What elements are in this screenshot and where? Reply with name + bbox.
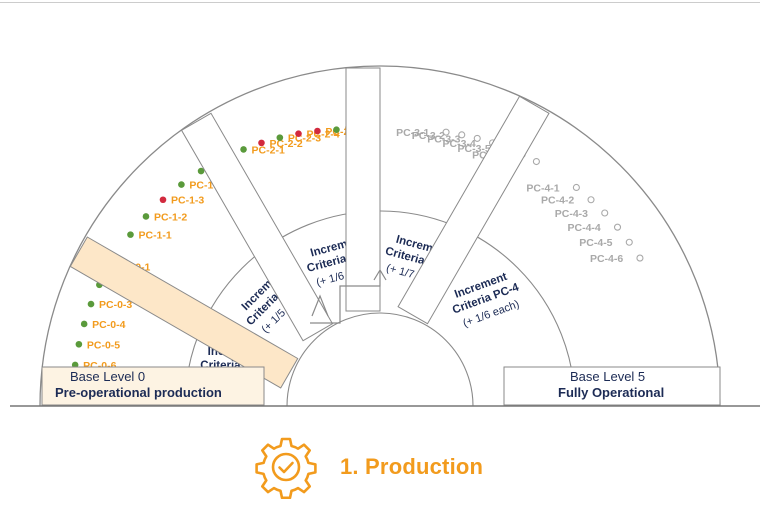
base0-box (41, 366, 265, 406)
base5-title: Base Level 5 (570, 369, 645, 384)
status-dot-open (572, 183, 580, 192)
status-dot (295, 130, 302, 137)
status-dot (127, 231, 134, 238)
pc-item: PC-4-6 (590, 253, 644, 265)
status-dot (142, 213, 150, 220)
pc-item: PC-4-4 (568, 222, 622, 234)
status-dot-open (613, 223, 622, 231)
status-dot-open (458, 131, 466, 139)
pc-item: PC-4-3 (555, 208, 609, 220)
base-band-3 (345, 67, 381, 312)
base-band-2 (180, 112, 334, 342)
step-arrow-icon (311, 294, 329, 317)
status-dot-open (625, 238, 633, 246)
gear-check-icon (255, 437, 317, 499)
footer-title: 1. Production (340, 454, 484, 479)
status-dot (276, 134, 284, 141)
top-divider (0, 2, 760, 3)
status-dot (333, 126, 340, 133)
pc-item-label: PC-3-3 (427, 133, 460, 145)
status-dot (258, 139, 265, 147)
status-dot (159, 196, 167, 204)
base5-box (503, 366, 721, 406)
footer: 1. Production (254, 435, 483, 499)
outer-arc (39, 65, 721, 407)
pc-item-label: PC-2-1 (252, 144, 285, 156)
status-dot-open (473, 134, 481, 142)
sector-4 (426, 111, 675, 360)
status-dot (240, 146, 247, 153)
arrow-up-icon (373, 268, 387, 281)
status-dot (197, 167, 205, 175)
pc-item-label: PC-4-6 (590, 253, 623, 265)
inner-arc (286, 312, 474, 407)
status-dot-open (532, 157, 540, 166)
pc-item: PC-2-1 (240, 144, 285, 156)
pc-item-label: PC-1-1 (138, 230, 171, 242)
status-dot-open (601, 209, 609, 217)
pc-item: PC-4-2 (541, 195, 595, 207)
pc-item-label: PC-3-5 (457, 143, 490, 155)
base5-name: Fully Operational (558, 385, 664, 400)
base0-title: Base Level 0 (70, 369, 145, 384)
base-band-4 (397, 95, 550, 325)
pc-item-label: PC-1-3 (171, 195, 204, 207)
pc-item: PC-1-2 (142, 211, 187, 223)
sector-1 (85, 111, 334, 360)
pc-item-label: PC-0-3 (99, 299, 132, 311)
pc-item-label: PC-4-5 (579, 237, 612, 249)
pc-item: PC-0-3 (87, 299, 132, 311)
status-dot-open (587, 196, 595, 204)
pc-item-label: PC-2-2 (269, 138, 302, 150)
pc-item: PC-2-2 (258, 138, 303, 150)
pc-item-label: PC-0-4 (92, 319, 125, 331)
pc-item: PC-0-5 (75, 339, 120, 351)
status-dot (87, 300, 95, 308)
pc-item-label: PC-4-3 (555, 208, 588, 220)
status-dot (178, 181, 185, 188)
pc-item-label: PC-4-2 (541, 195, 574, 207)
pc-item: PC-3-3 (427, 133, 481, 145)
pc-item: PC-3-1 (396, 127, 450, 139)
pc-item: PC-1-3 (159, 195, 204, 207)
pc-item-label: PC-3-4 (443, 138, 476, 150)
status-dot (75, 340, 83, 348)
status-dot-open (636, 254, 644, 262)
status-dot (314, 127, 321, 135)
status-dot (80, 320, 88, 328)
pc-item-label: PC-3-1 (396, 127, 429, 139)
step-path (310, 272, 381, 324)
pc-item-label: PC-4-4 (568, 222, 601, 234)
pc-item-label: PC-1-2 (154, 211, 187, 223)
maturity-fan-diagram: Base Level 1BasicBase Level 2Intermediat… (10, 65, 760, 407)
base0-name: Pre-operational production (55, 385, 222, 400)
pc-item: PC-4-1 (526, 182, 580, 194)
status-dot-open (442, 128, 450, 136)
pc-item-label: PC-0-5 (87, 339, 120, 351)
pc-item-label: PC-4-1 (526, 182, 559, 194)
sector-5 (460, 236, 720, 406)
base-band-1 (69, 236, 299, 389)
pc-item-label: PC-3-2 (412, 130, 445, 142)
pc-item: PC-4-5 (579, 237, 633, 249)
pc-item: PC-1-1 (127, 230, 172, 242)
pc-item: PC-0-4 (80, 319, 126, 331)
pc-item: PC-3-2 (412, 130, 466, 142)
